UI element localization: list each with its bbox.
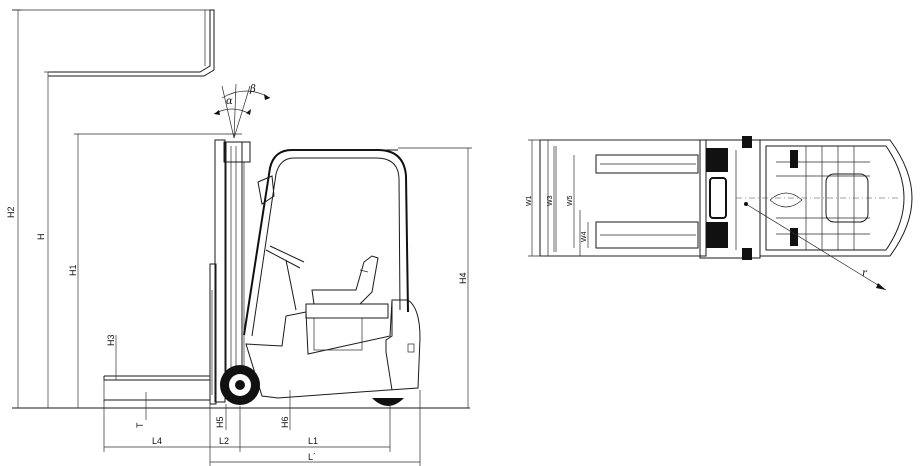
vertical-dimensions (12, 9, 472, 430)
tilt-angle-indicator (213, 83, 271, 139)
label-H3: H3 (106, 334, 116, 346)
side-view: H2 H H1 H3 T H5 H6 H4 L4 L2 L1 L´ α β (6, 9, 472, 466)
label-H2: H2 (6, 206, 16, 218)
label-H6: H6 (280, 416, 290, 428)
lowered-fork (103, 375, 211, 402)
label-H: H (36, 234, 46, 241)
label-W4: W4 (581, 231, 588, 242)
label-L2: L2 (219, 436, 229, 446)
label-W3: W3 (547, 195, 554, 206)
label-T: T (135, 422, 145, 428)
label-beta: β (249, 84, 256, 95)
label-L1: L1 (308, 436, 318, 446)
steering (257, 175, 305, 311)
label-L4: L4 (152, 436, 162, 446)
label-r: r (862, 268, 868, 279)
label-alpha: α (226, 96, 233, 107)
top-forks (539, 139, 707, 257)
horizontal-dimensions (103, 390, 421, 466)
top-view: W1 W3 W5 W4 r (526, 136, 913, 291)
label-W5: W5 (567, 195, 574, 206)
top-front-axle (699, 136, 761, 260)
label-W1: W1 (526, 195, 533, 206)
raised-fork (12, 9, 215, 77)
overhead-guard (243, 149, 409, 337)
mast (209, 139, 251, 405)
label-H5: H5 (215, 416, 225, 428)
label-L-total: L´ (308, 452, 316, 462)
label-H1: H1 (68, 264, 78, 276)
label-H4: H4 (458, 272, 468, 284)
top-center-lines (736, 197, 900, 291)
front-wheel (220, 365, 260, 405)
top-width-dimensions (528, 139, 700, 257)
rear-wheel (372, 398, 404, 406)
truck-body (245, 299, 421, 399)
seat (305, 255, 389, 319)
